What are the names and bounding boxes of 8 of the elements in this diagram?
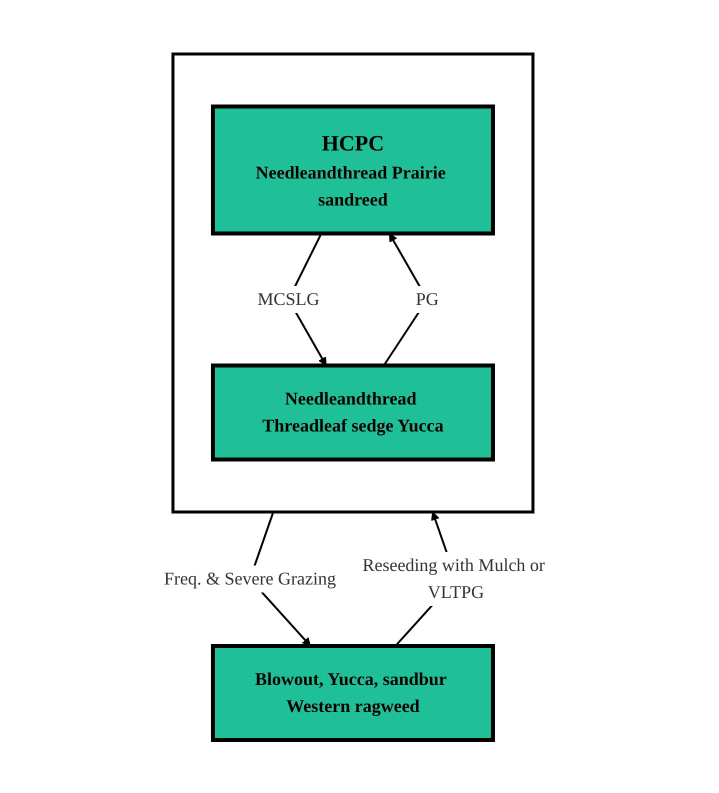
edge-label: Freq. & Severe Grazing [164,568,336,588]
edge-label: MCSLG [256,288,319,308]
edge-label: PG [415,288,438,308]
node-box: HCPC Needleandthread Prairie sandreed [210,104,494,235]
edge-label: Reseeding with Mulch or VLTPG [362,554,544,602]
node-box: Needleandthread Threadleaf sedge Yucca [210,363,494,461]
cluster [170,52,534,513]
node-box: Blowout, Yucca, sandbur Western ragweed [210,644,494,742]
